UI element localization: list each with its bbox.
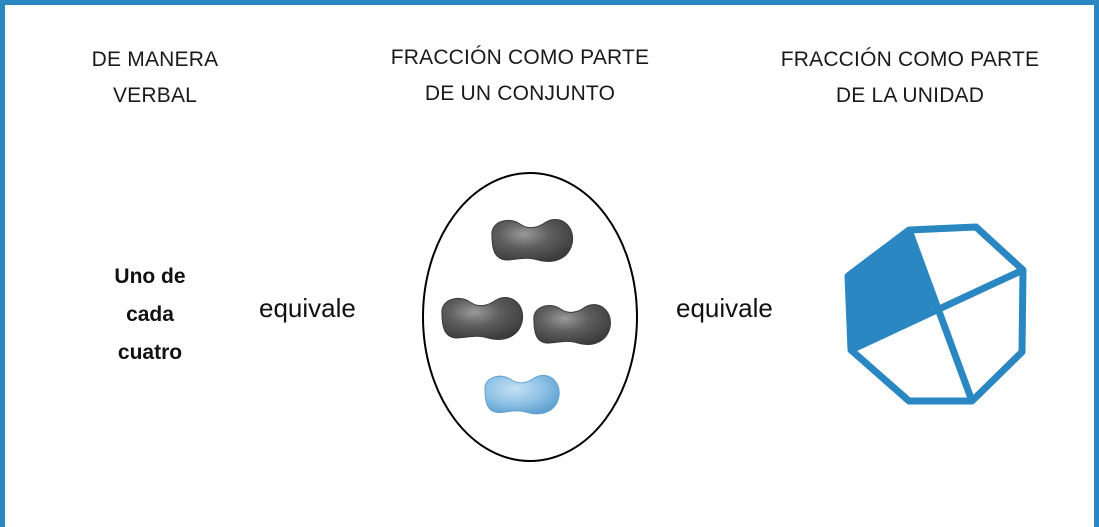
bean-gray-right (533, 304, 611, 345)
header-set: FRACCIÓN COMO PARTE DE UN CONJUNTO (340, 40, 700, 112)
bean-gray-left (441, 296, 524, 340)
bean-gray-top (491, 218, 574, 262)
bean-blue (484, 374, 560, 415)
equivale-label-2: equivale (676, 293, 773, 323)
verbal-phrase: Uno de cada cuatro (70, 258, 230, 372)
header-verbal-line2: VERBAL (112, 84, 198, 107)
set-model (422, 172, 638, 462)
header-unit-line1: FRACCIÓN COMO PARTE (780, 48, 1040, 71)
verbal-line-1: Uno de (114, 265, 186, 288)
header-verbal: DE MANERA VERBAL (40, 42, 270, 114)
header-set-line1: FRACCIÓN COMO PARTE (390, 46, 650, 69)
set-ellipse (422, 172, 638, 462)
header-unit: FRACCIÓN COMO PARTE DE LA UNIDAD (745, 42, 1075, 114)
unit-model (844, 223, 1027, 405)
equivale-label-1: equivale (259, 293, 356, 323)
header-set-line2: DE UN CONJUNTO (424, 82, 616, 105)
octagon-divider-1 (905, 228, 976, 403)
header-unit-line2: DE LA UNIDAD (835, 84, 985, 107)
octagon-divider-2 (849, 266, 1025, 354)
verbal-line-3: cuatro (117, 341, 183, 364)
verbal-line-2: cada (126, 303, 174, 326)
header-verbal-line1: DE MANERA (91, 48, 219, 71)
